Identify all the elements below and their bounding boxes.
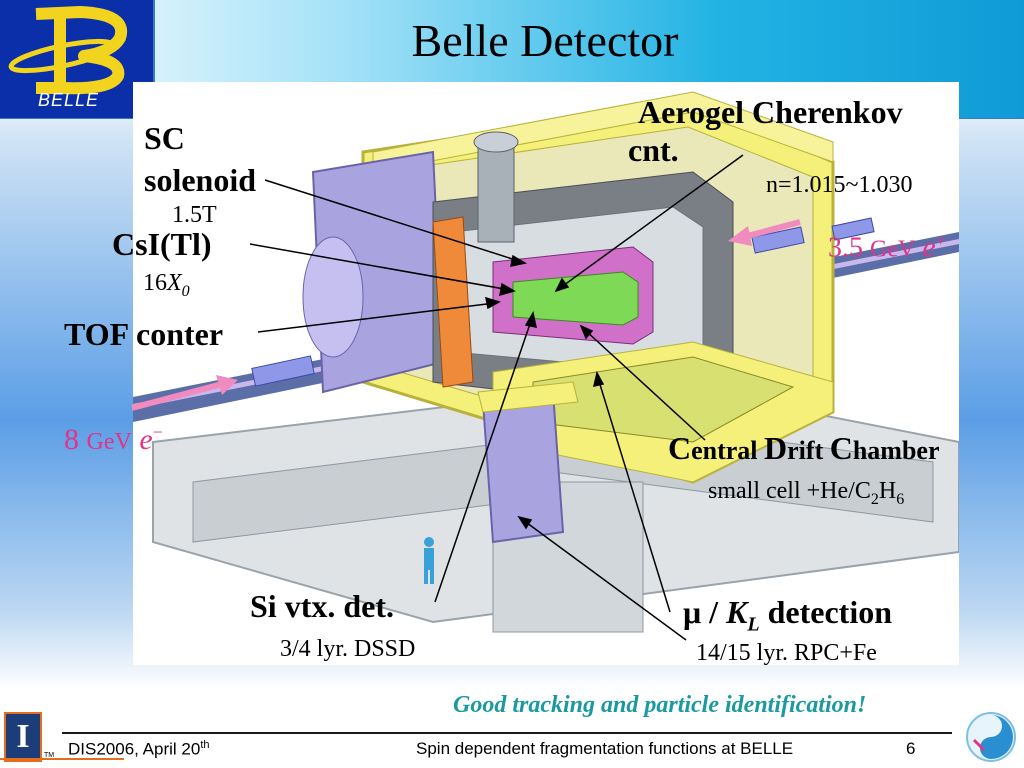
cdc-detail-a: small cell +He/C bbox=[708, 478, 871, 504]
leader-lines bbox=[249, 154, 744, 641]
cdc-c3: C bbox=[829, 430, 853, 466]
aerogel-index: n=1.015~1.030 bbox=[766, 172, 913, 198]
positron-beam-label: 3.5 GeV e+ bbox=[828, 230, 946, 264]
si-vertex-detail: 3/4 lyr. DSSD bbox=[280, 636, 416, 662]
cdc-w1: entral bbox=[691, 436, 765, 465]
cdc-w3: hamber bbox=[852, 436, 940, 465]
footer-divider bbox=[62, 732, 952, 734]
footer-left: DIS2006, April 20th bbox=[68, 739, 210, 760]
positron-particle: e bbox=[922, 230, 936, 264]
electron-energy: 8 bbox=[64, 423, 79, 456]
uiuc-letter: I bbox=[16, 718, 30, 755]
electron-unit: GeV bbox=[86, 429, 132, 455]
klm-label: μ / KL detection bbox=[683, 594, 892, 636]
csi-label: CsI(Tl) bbox=[112, 226, 212, 262]
sc-solenoid-label-line2: solenoid bbox=[144, 162, 257, 198]
cdc-c2: D bbox=[764, 430, 788, 466]
electron-particle: e bbox=[139, 423, 153, 456]
cdc-detail: small cell +He/C2H6 bbox=[708, 478, 904, 509]
belle-logo: BELLE bbox=[0, 0, 155, 118]
csi-rl-0: 0 bbox=[181, 282, 190, 300]
page-number: 6 bbox=[906, 739, 916, 758]
cdc-w2: rift bbox=[787, 436, 830, 465]
tagline: Good tracking and particle identificatio… bbox=[453, 692, 867, 718]
csi-rl-number: 16 bbox=[143, 270, 167, 296]
belle-b-icon bbox=[8, 6, 128, 95]
aerogel-label-line1: Aerogel Cherenkov bbox=[638, 94, 903, 130]
uiuc-tm: TM bbox=[44, 752, 55, 759]
klm-slash: / bbox=[701, 594, 727, 630]
positron-energy: 3.5 bbox=[828, 232, 863, 264]
klm-mu: μ bbox=[683, 594, 702, 630]
sc-solenoid-field: 1.5T bbox=[172, 202, 217, 228]
footer-center: Spin dependent fragmentation functions a… bbox=[416, 739, 794, 758]
cdc-detail-sub2: 6 bbox=[896, 490, 905, 508]
cdc-label: Central Drift Chamber bbox=[668, 430, 940, 467]
cdc-detail-b: H bbox=[878, 478, 897, 504]
positron-arrow bbox=[728, 219, 801, 246]
sc-solenoid-label-line1: SC bbox=[144, 120, 185, 156]
klm-detail: 14/15 lyr. RPC+Fe bbox=[696, 640, 877, 666]
positron-unit: GeV bbox=[870, 236, 916, 263]
aerogel-label-line2: cnt. bbox=[628, 132, 679, 168]
uiuc-logo: I bbox=[4, 712, 42, 762]
footer-date: DIS2006, April 20 bbox=[68, 739, 201, 759]
detector-illustration bbox=[133, 82, 960, 665]
klm-k: K bbox=[726, 594, 748, 630]
cdc-detail-sub1: 2 bbox=[870, 490, 879, 508]
electron-arrow bbox=[131, 375, 238, 411]
si-vertex-label: Si vtx. det. bbox=[250, 588, 394, 624]
footer-date-sup: th bbox=[200, 739, 210, 751]
logo-text: BELLE bbox=[38, 90, 100, 110]
kek-logo-icon bbox=[966, 712, 1016, 762]
electron-beam-label: 8 GeV e− bbox=[64, 422, 163, 457]
klm-rest: detection bbox=[759, 594, 892, 630]
detector-drawing bbox=[133, 91, 960, 633]
positron-charge: + bbox=[935, 230, 946, 250]
page-title: Belle Detector bbox=[411, 15, 679, 66]
electron-charge: − bbox=[152, 422, 163, 442]
tof-label: TOF conter bbox=[64, 316, 224, 352]
csi-radiation-length: 16X0 bbox=[143, 270, 190, 301]
klm-l: L bbox=[747, 613, 760, 636]
cdc-c1: C bbox=[668, 430, 692, 466]
uiuc-underline bbox=[0, 758, 124, 760]
csi-rl-x: X bbox=[167, 270, 182, 296]
